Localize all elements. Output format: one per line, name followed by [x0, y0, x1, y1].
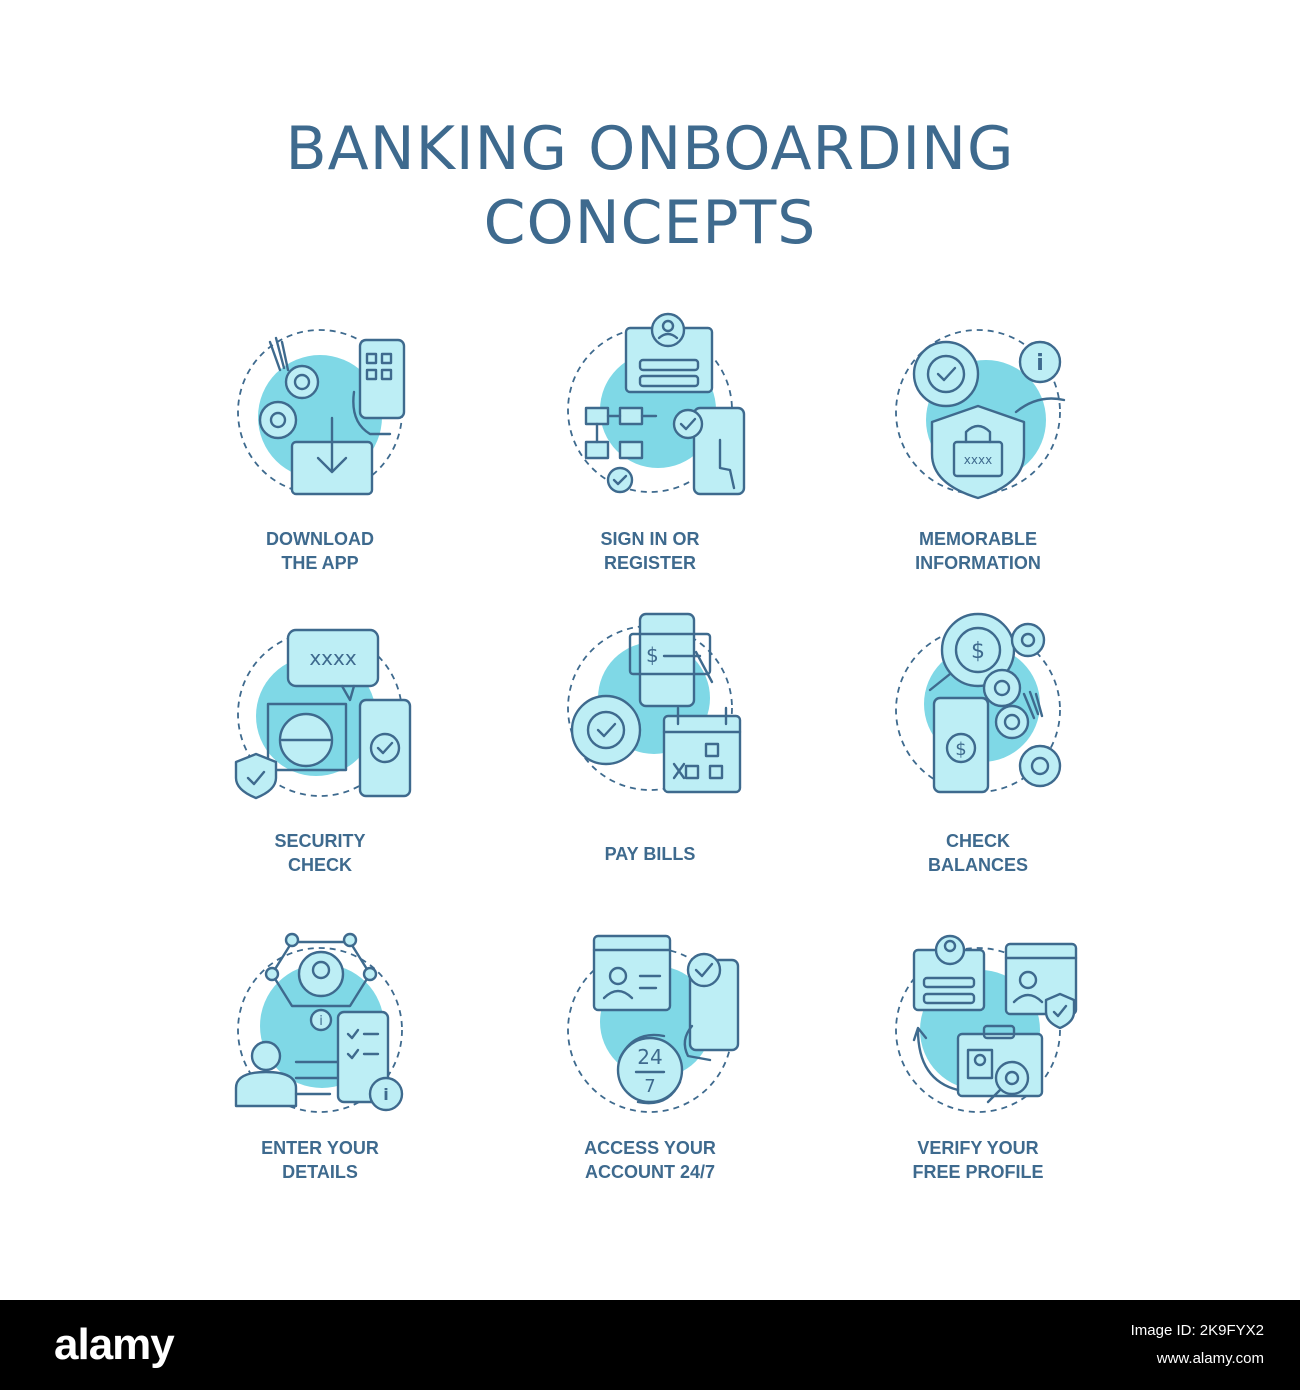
concept-label: CHECK BALANCES — [927, 831, 1028, 875]
check-balances-icon: $ $ — [888, 610, 1068, 794]
concept-label: SIGN IN OR REGISTER — [600, 529, 700, 573]
footer-url: www.alamy.com — [1156, 1350, 1264, 1367]
footer-bar: alamy Image ID: 2K9FYX2 www.alamy.com — [0, 1300, 1300, 1390]
concept-security-check: xxxx SECURITY CHECK — [210, 624, 430, 884]
verify-profile-icon — [888, 930, 1078, 1113]
concept-label: VERIFY YOUR FREE PROFILE — [912, 1138, 1044, 1182]
concept-label: SECURITY CHECK — [274, 831, 366, 875]
sign-in-register-icon — [560, 310, 746, 496]
concept-sign-in-register: SIGN IN OR REGISTER — [540, 310, 760, 573]
concept-label: ENTER YOUR DETAILS — [261, 1138, 379, 1182]
page-title: BANKING ONBOARDING CONCEPTS — [0, 112, 1300, 260]
concept-label: DOWNLOAD THE APP — [266, 529, 374, 573]
concept-label: ACCESS YOUR ACCOUNT 24/7 — [584, 1138, 716, 1182]
pay-bills-icon: $ — [560, 612, 742, 794]
memorable-information-icon: i xxxx — [888, 322, 1068, 502]
concept-pay-bills: $ PAY BILLS — [540, 612, 760, 872]
concept-label: PAY BILLS — [604, 844, 696, 864]
concept-access-account-247: 24 7 ACCESS YOUR ACCOUNT 24/7 — [540, 930, 760, 1190]
dollar-glyph: $ — [955, 739, 966, 760]
concept-download-app: DOWNLOAD THE APP — [210, 322, 430, 582]
concept-enter-details: i i ENTER YOUR DETAILS — [210, 930, 430, 1190]
info-glyph: i — [1036, 351, 1044, 376]
dollar-glyph: $ — [971, 639, 985, 664]
concept-memorable-information: i xxxx MEMORABLE INFORMATION — [868, 322, 1088, 582]
concept-label: MEMORABLE INFORMATION — [915, 529, 1041, 573]
access-account-247-icon: 24 7 — [560, 930, 740, 1113]
clock-24-text: 24 — [637, 1045, 662, 1069]
dollar-glyph: $ — [646, 643, 659, 667]
concept-verify-profile: VERIFY YOUR FREE PROFILE — [868, 930, 1088, 1190]
security-check-icon: xxxx — [230, 624, 412, 804]
footer-image-id: Image ID: 2K9FYX2 — [1130, 1322, 1264, 1339]
enter-details-icon: i i — [230, 930, 410, 1113]
title-line-2: CONCEPTS — [483, 188, 817, 258]
footer-brand-logo: alamy — [54, 1320, 175, 1369]
code-mask-text: xxxx — [309, 646, 357, 670]
concept-check-balances: $ $ CHECK BALANCES — [868, 610, 1088, 875]
clock-7-text: 7 — [644, 1076, 655, 1097]
info-glyph: i — [383, 1085, 388, 1104]
download-app-icon — [230, 322, 410, 502]
info-glyph: i — [319, 1014, 323, 1029]
code-mask-text: xxxx — [964, 453, 992, 467]
title-line-1: BANKING ONBOARDING — [285, 114, 1015, 184]
